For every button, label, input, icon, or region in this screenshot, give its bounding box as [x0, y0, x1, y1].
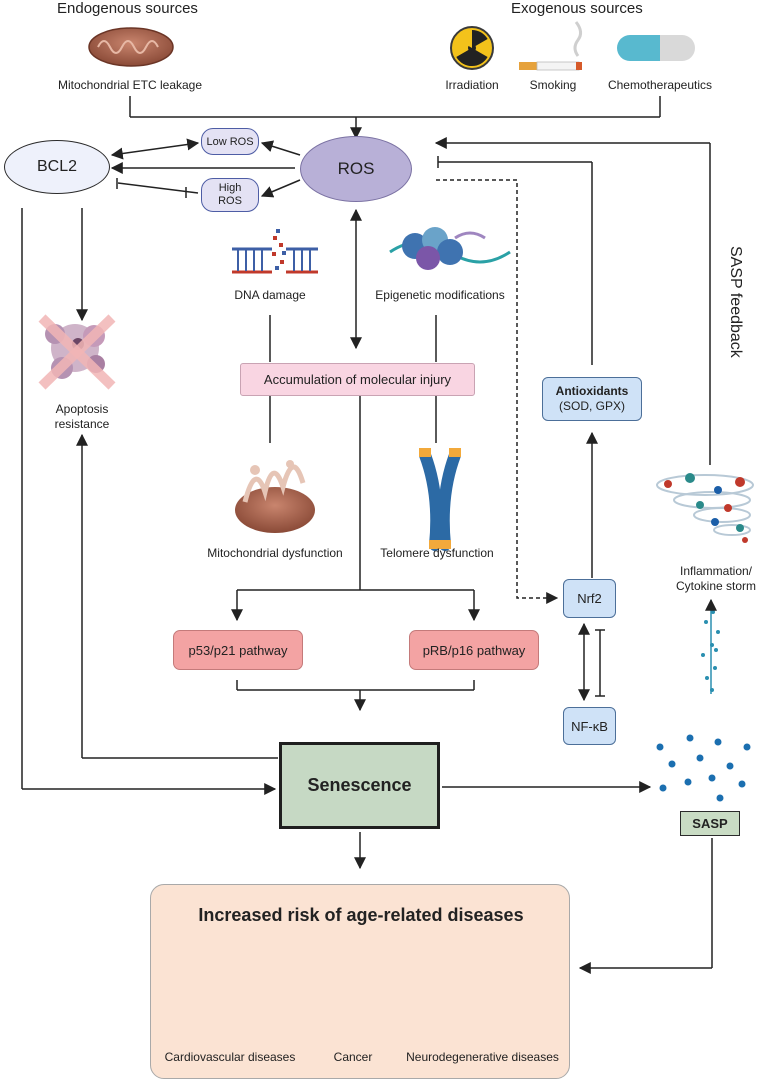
- p53-p21-box: p53/p21 pathway: [173, 630, 303, 670]
- neurodegenerative-label: Neurodegenerative diseases: [406, 1050, 559, 1064]
- cardiovascular-label: Cardiovascular diseases: [164, 1050, 296, 1064]
- cancer-label: Cancer: [333, 1050, 373, 1064]
- inflammation-label: Inflammation/ Cytokine storm: [666, 564, 766, 594]
- telomere-dysfunction-label: Telomere dysfunction: [380, 546, 494, 560]
- inflammation-line1: Inflammation/: [679, 564, 753, 578]
- diseases-panel: Increased risk of age-related diseases: [150, 884, 570, 1079]
- exogenous-sources-title: Exogenous sources: [511, 0, 643, 17]
- antioxidants-title: Antioxidants: [555, 384, 629, 398]
- ros-node: ROS: [300, 136, 412, 202]
- apoptosis-icon: [38, 314, 116, 390]
- dna-damage-icon: [232, 229, 318, 274]
- cytokine-storm-icon: [656, 473, 754, 543]
- radiation-icon: [450, 26, 494, 70]
- irradiation-label: Irradiation: [445, 78, 499, 92]
- bcl2-node: BCL2: [4, 140, 110, 194]
- cigarette-icon: [519, 21, 583, 71]
- capsule-icon: [617, 35, 695, 61]
- damaged-mitochondrion-icon: [235, 460, 315, 533]
- inflammation-line2: Cytokine storm: [675, 579, 757, 593]
- sasp-feedback-label: SASP feedback: [727, 246, 744, 358]
- antioxidants-subtitle: (SOD, GPX): [558, 399, 625, 413]
- mito-etc-leakage-label: Mitochondrial ETC leakage: [57, 78, 203, 92]
- apoptosis-line1: Apoptosis: [55, 402, 109, 416]
- diseases-title: Increased risk of age-related diseases: [198, 905, 524, 925]
- dna-damage-label: DNA damage: [234, 288, 306, 302]
- endogenous-sources-title: Endogenous sources: [57, 0, 198, 17]
- senescence-box: Senescence: [279, 742, 440, 829]
- high-ros-line2: ROS: [218, 195, 242, 207]
- high-ros-node: High ROS: [201, 178, 259, 212]
- sasp-box: SASP: [680, 811, 740, 836]
- antioxidants-box: Antioxidants (SOD, GPX): [542, 377, 642, 421]
- epigenetic-modifications-label: Epigenetic modifications: [375, 288, 505, 302]
- mitochondrial-dysfunction-label: Mitochondrial dysfunction: [207, 546, 343, 560]
- chemotherapeutics-label: Chemotherapeutics: [607, 78, 713, 92]
- nucleosome-icon: [389, 227, 511, 270]
- sasp-particles-icon: [656, 734, 751, 802]
- smoking-label: Smoking: [529, 78, 577, 92]
- mitochondrion-icon: [88, 27, 174, 67]
- low-ros-node: Low ROS: [201, 128, 259, 155]
- nrf2-box: Nrf2: [563, 579, 616, 618]
- apoptosis-line2: resistance: [54, 417, 110, 431]
- apoptosis-resistance-label: Apoptosis resistance: [30, 402, 134, 432]
- prb-p16-box: pRB/p16 pathway: [409, 630, 539, 670]
- high-ros-line1: High: [218, 182, 242, 194]
- nfkb-box: NF-κB: [563, 707, 616, 745]
- accumulation-box: Accumulation of molecular injury: [240, 363, 475, 396]
- chromosome-icon: [419, 448, 461, 551]
